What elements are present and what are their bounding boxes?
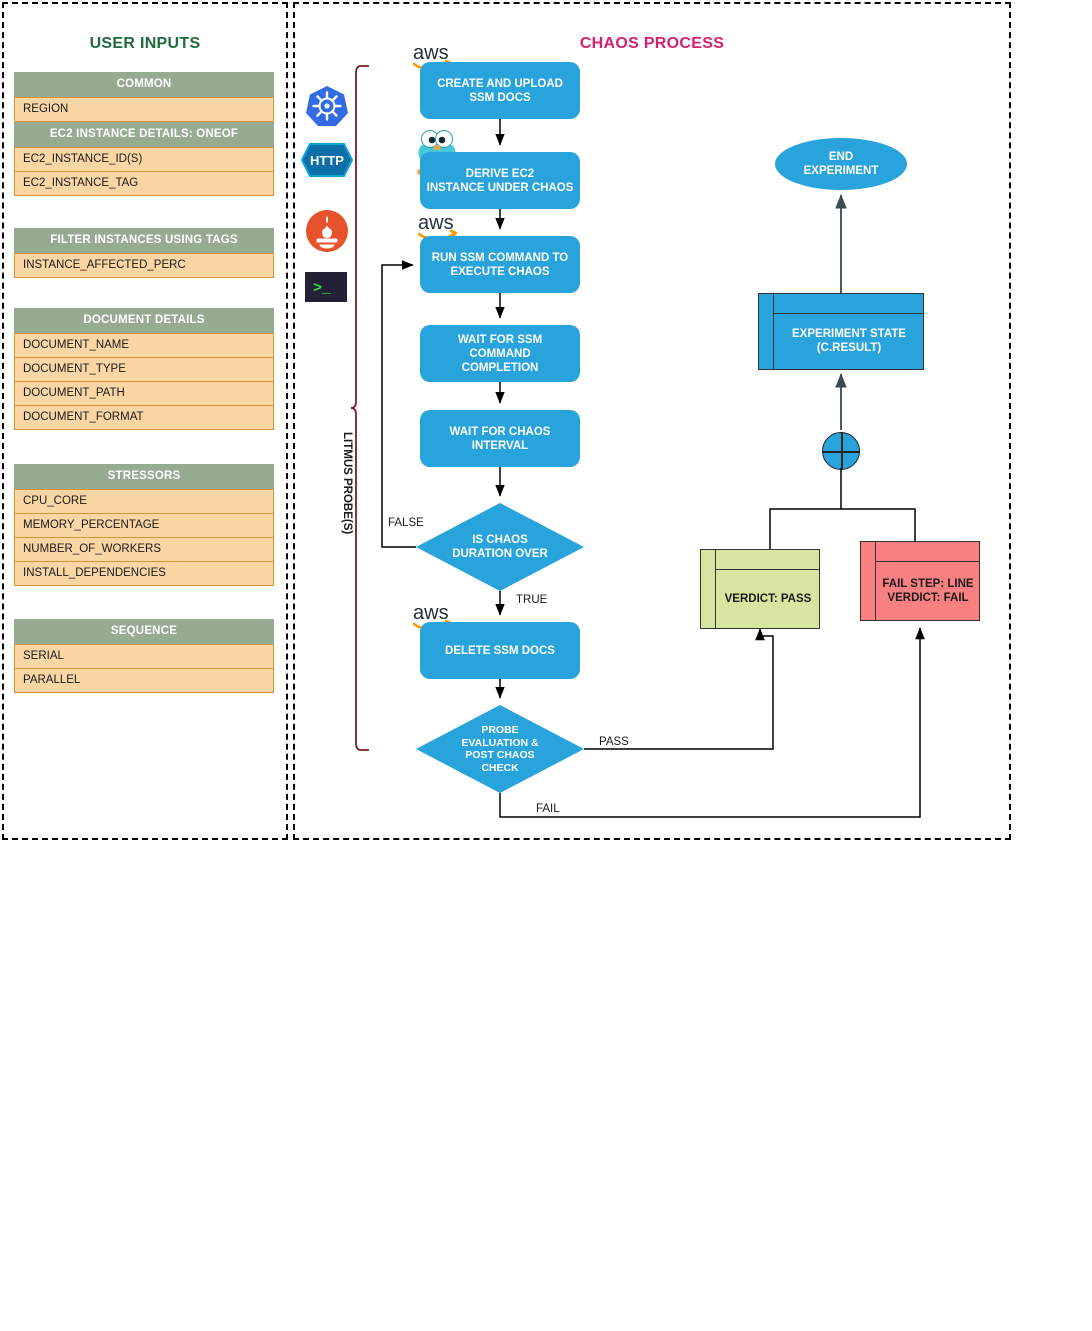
component-left-bar: [759, 294, 774, 369]
aws-logo-text: aws: [413, 42, 449, 64]
table-row[interactable]: DOCUMENT_PATH: [14, 382, 274, 406]
component-top-bar: [875, 542, 979, 562]
table-header: STRESSORS: [14, 464, 274, 489]
input-table-stressors: STRESSORS CPU_CORE MEMORY_PERCENTAGE NUM…: [14, 464, 274, 586]
table-row[interactable]: NUMBER_OF_WORKERS: [14, 538, 274, 562]
table-row[interactable]: DOCUMENT_FORMAT: [14, 406, 274, 430]
table-row[interactable]: EC2_INSTANCE_ID(S): [14, 147, 274, 172]
decision-probe-evaluation-post-chaos-check[interactable]: PROBE EVALUATION & POST CHAOS CHECK: [416, 705, 584, 793]
node-label: END EXPERIMENT: [803, 151, 879, 177]
table-row[interactable]: PARALLEL: [14, 669, 274, 693]
table-row[interactable]: INSTANCE_AFFECTED_PERC: [14, 253, 274, 278]
edge-label-false: FALSE: [388, 517, 424, 529]
edge-label-true: TRUE: [516, 594, 548, 606]
command-prompt-label: >_: [313, 280, 332, 297]
input-table-document-details: DOCUMENT DETAILS DOCUMENT_NAME DOCUMENT_…: [14, 308, 274, 430]
http-icon: HTTP: [300, 143, 354, 177]
edge-label-fail: FAIL: [536, 803, 560, 815]
component-top-bar: [715, 550, 819, 570]
table-row[interactable]: MEMORY_PERCENTAGE: [14, 514, 274, 538]
node-wait-for-ssm-command-completion[interactable]: WAIT FOR SSM COMMAND COMPLETION: [420, 325, 580, 382]
component-top-bar: [773, 294, 923, 314]
input-table-common: COMMON REGION EC2 INSTANCE DETAILS: ONEO…: [14, 72, 274, 196]
node-run-ssm-command-to-execute-chaos[interactable]: RUN SSM COMMAND TO EXECUTE CHAOS: [420, 236, 580, 293]
decision-is-chaos-duration-over[interactable]: IS CHAOS DURATION OVER: [416, 503, 584, 591]
litmus-probe-label: LITMUS PROBE(S): [341, 432, 353, 535]
table-row[interactable]: REGION: [14, 97, 274, 122]
node-label: WAIT FOR CHAOS INTERVAL: [449, 425, 551, 452]
kubernetes-icon: [305, 84, 348, 126]
page-title-chaos-process: CHAOS PROCESS: [579, 35, 725, 52]
table-header: DOCUMENT DETAILS: [14, 308, 274, 333]
node-wait-for-chaos-interval[interactable]: WAIT FOR CHAOS INTERVAL: [420, 410, 580, 467]
chaos-process-panel: CHAOS PROCESS: [293, 2, 1011, 840]
node-create-and-upload-ssm-docs[interactable]: CREATE AND UPLOAD SSM DOCS: [420, 62, 580, 119]
node-label: EXPERIMENT STATE (C.RESULT): [792, 328, 906, 354]
table-header: COMMON: [14, 72, 274, 97]
aws-logo-text: aws: [418, 212, 454, 234]
input-table-filter-instances: FILTER INSTANCES USING TAGS INSTANCE_AFF…: [14, 228, 274, 278]
table-header: EC2 INSTANCE DETAILS: ONEOF: [14, 122, 274, 147]
table-header: FILTER INSTANCES USING TAGS: [14, 228, 274, 253]
node-verdict-pass[interactable]: VERDICT: PASS: [700, 549, 820, 629]
table-row[interactable]: EC2_INSTANCE_TAG: [14, 172, 274, 196]
node-verdict-fail[interactable]: FAIL STEP: LINE VERDICT: FAIL: [860, 541, 980, 621]
http-icon-label: HTTP: [310, 153, 344, 168]
node-label: WAIT FOR SSM COMMAND COMPLETION: [457, 333, 543, 374]
table-row[interactable]: INSTALL_DEPENDENCIES: [14, 562, 274, 586]
node-derive-ec2-instance-under-chaos[interactable]: DERIVE EC2 INSTANCE UNDER CHAOS: [420, 152, 580, 209]
edge-label-pass: PASS: [599, 736, 629, 748]
component-left-bar: [861, 542, 876, 620]
node-label: CREATE AND UPLOAD SSM DOCS: [437, 77, 563, 104]
component-left-bar: [701, 550, 716, 628]
table-header: SEQUENCE: [14, 619, 274, 644]
node-end-experiment[interactable]: END EXPERIMENT: [775, 138, 907, 190]
node-experiment-state[interactable]: EXPERIMENT STATE (C.RESULT): [758, 293, 924, 370]
node-delete-ssm-docs[interactable]: DELETE SSM DOCS: [420, 622, 580, 679]
table-row[interactable]: DOCUMENT_TYPE: [14, 358, 274, 382]
table-row[interactable]: DOCUMENT_NAME: [14, 333, 274, 358]
merge-junction-node: [822, 432, 860, 470]
node-label: FAIL STEP: LINE VERDICT: FAIL: [882, 577, 974, 604]
command-prompt-icon: >_: [305, 272, 347, 302]
node-label: DERIVE EC2 INSTANCE UNDER CHAOS: [426, 167, 574, 194]
node-label: VERDICT: PASS: [724, 592, 812, 605]
page-title-user-inputs: USER INPUTS: [89, 35, 201, 52]
table-row[interactable]: CPU_CORE: [14, 489, 274, 514]
node-label: DELETE SSM DOCS: [445, 644, 555, 657]
table-row[interactable]: SERIAL: [14, 644, 274, 669]
input-table-sequence: SEQUENCE SERIAL PARALLEL: [14, 619, 274, 693]
prometheus-icon: [305, 209, 348, 252]
node-label: RUN SSM COMMAND TO EXECUTE CHAOS: [431, 251, 569, 278]
aws-logo-text: aws: [413, 602, 449, 624]
